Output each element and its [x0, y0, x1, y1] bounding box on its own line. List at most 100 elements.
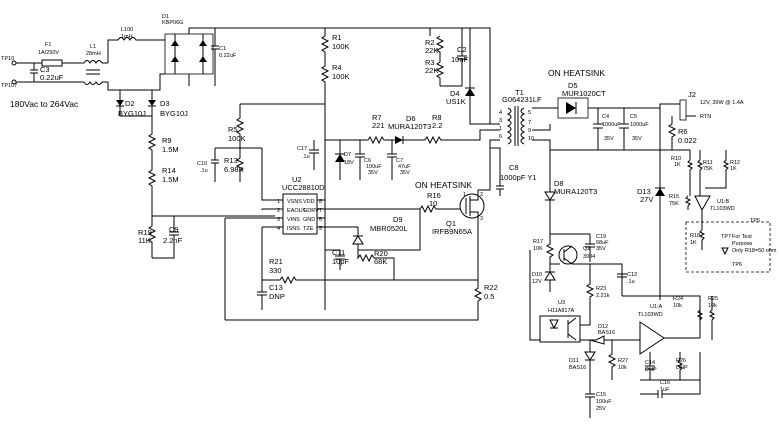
high-voltage-bus: [325, 27, 470, 36]
svg-text:10k: 10k: [673, 303, 682, 309]
svg-text:U1:B: U1:B: [717, 199, 730, 205]
svg-text:3904: 3904: [583, 254, 595, 260]
svg-text:VSNS: VSNS: [287, 199, 302, 205]
svg-text:C3: C3: [40, 65, 50, 74]
resistors-r1-r4: R1 100K R4 100K: [320, 28, 350, 310]
capacitor-c12: C12 .1u: [617, 264, 637, 292]
isns-network: C11 10pF R20 68K R21 330 C13 DNP: [257, 226, 478, 310]
svg-text:L1: L1: [90, 44, 96, 50]
svg-text:VINS: VINS: [287, 217, 300, 223]
svg-text:IRFB9N65A: IRFB9N65A: [432, 227, 472, 236]
svg-text:1.5M: 1.5M: [162, 145, 179, 154]
svg-text:C9: C9: [169, 225, 179, 234]
svg-text:R21: R21: [269, 257, 283, 266]
svg-text:DNP: DNP: [269, 292, 285, 301]
inductor-l100: L100 1mH: [107, 27, 160, 63]
svg-text:2.2: 2.2: [432, 121, 442, 130]
bias-regulator-q2: R17 10K Q2 3904 C19 68uF 35V D10 12V: [532, 233, 623, 296]
resistors-r5-r13-c10: R5 100K C10 .1u R13 6.98K: [197, 103, 325, 201]
svg-text:10nF: 10nF: [451, 55, 469, 64]
svg-text:D11: D11: [569, 358, 579, 364]
svg-text:100K: 100K: [332, 42, 350, 51]
svg-text:22K: 22K: [425, 46, 438, 55]
svg-text:R24: R24: [673, 296, 683, 302]
svg-text:1A/250V: 1A/250V: [38, 50, 59, 56]
svg-text:For Test: For Test: [732, 234, 752, 240]
svg-text:100uF: 100uF: [596, 399, 612, 405]
svg-text:1: 1: [499, 126, 502, 132]
svg-text:KBP06G: KBP06G: [162, 20, 183, 26]
svg-text:C17: C17: [297, 146, 307, 152]
svg-text:MUR1020CT: MUR1020CT: [562, 89, 606, 98]
svg-text:TL103WD: TL103WD: [710, 206, 735, 212]
sense-resistor-r22: R22 0.5: [225, 280, 498, 321]
svg-text:1: 1: [277, 199, 280, 205]
mosfet-q1: R16 10 1 2 3 Q1 IRFB9N65A: [419, 189, 490, 280]
svg-text:J2: J2: [688, 90, 696, 99]
output-connector-j2: J2 12V, 39W @ 1.4A RTN: [659, 90, 744, 121]
svg-text:4: 4: [277, 226, 280, 232]
svg-text:10k: 10k: [618, 365, 627, 371]
svg-text:TP5: TP5: [750, 218, 760, 224]
svg-text:10pF: 10pF: [332, 257, 350, 266]
svg-text:D3: D3: [160, 99, 170, 108]
svg-text:11K: 11K: [138, 236, 151, 245]
svg-text:C12: C12: [627, 272, 637, 278]
svg-text:C2: C2: [457, 45, 467, 54]
diode-d5: D5 MUR1020CT: [557, 81, 660, 119]
transformer-t1: T1 G064231LF 4 3 1 6 5 7 9 10: [489, 88, 558, 190]
vdd-path-r7-d6-r8: R7 221 D6 MURA120T3 R8 2.2: [325, 113, 500, 145]
svg-text:R1: R1: [332, 33, 342, 42]
svg-text:BYG10J: BYG10J: [118, 109, 146, 118]
svg-text:3: 3: [277, 217, 280, 223]
svg-text:4: 4: [499, 110, 502, 116]
svg-text:D7: D7: [344, 152, 351, 158]
svg-text:D13: D13: [637, 187, 651, 196]
svg-text:Q1: Q1: [446, 219, 456, 228]
svg-text:R2: R2: [425, 38, 435, 47]
svg-text:C1: C1: [219, 46, 226, 52]
controller-u2: U2 UCC28810D VSNS EAOUT VINS ISNS VDD GD…: [224, 140, 420, 320]
bridge-rectifier-d1: D1 KBP06G: [107, 14, 325, 91]
svg-text:100K: 100K: [332, 72, 350, 81]
svg-text:R14: R14: [162, 166, 176, 175]
svg-text:47uF: 47uF: [398, 164, 411, 170]
vdd-clamp-d7-c6-c7: D7 18V C6 100uF 35V C7 47uF 35V: [335, 140, 411, 180]
svg-text:C10: C10: [197, 161, 207, 167]
svg-text:1.5M: 1.5M: [162, 175, 179, 184]
svg-text:Only R18=50 ohm: Only R18=50 ohm: [732, 248, 777, 254]
svg-text:R16: R16: [427, 191, 441, 200]
diode-d9: D9 MBR0520L: [352, 209, 421, 251]
svg-text:D8: D8: [554, 179, 564, 188]
svg-text:100uF: 100uF: [366, 164, 382, 170]
snubber-r2-r3-c2: R2 22K R3 22K C2 10nF: [425, 28, 469, 87]
svg-text:R12: R12: [730, 160, 740, 166]
svg-text:GDRV: GDRV: [303, 208, 319, 214]
svg-text:7: 7: [319, 208, 322, 214]
svg-text:6: 6: [319, 217, 322, 223]
svg-text:D1: D1: [162, 14, 169, 20]
svg-text:R8: R8: [432, 113, 442, 122]
svg-text:L100: L100: [121, 27, 133, 33]
heatsink-label-d5: ON HEATSINK: [548, 68, 605, 78]
svg-text:7: 7: [528, 120, 531, 126]
svg-text:68uF: 68uF: [596, 240, 609, 246]
svg-text:C8: C8: [509, 163, 519, 172]
svg-text:1K: 1K: [690, 240, 697, 246]
svg-text:EAOUT: EAOUT: [287, 208, 307, 214]
svg-text:C15: C15: [596, 392, 606, 398]
svg-text:R4: R4: [332, 63, 342, 72]
svg-text:C5: C5: [630, 114, 637, 120]
svg-text:U3: U3: [558, 300, 565, 306]
svg-text:35V: 35V: [596, 246, 606, 252]
svg-text:330: 330: [269, 266, 282, 275]
svg-text:1: 1: [463, 192, 466, 198]
svg-text:ISNS: ISNS: [287, 226, 300, 232]
svg-text:TZE: TZE: [303, 226, 314, 232]
tp-bottom-label: TP107: [1, 83, 17, 89]
svg-text:2: 2: [480, 192, 483, 198]
capacitor-c17: C17 .1u: [297, 140, 319, 170]
feedback-diodes-d11-d12: D11 BAS16 D12 BAS16 R27 10k: [569, 324, 640, 380]
svg-text:10: 10: [429, 199, 437, 208]
